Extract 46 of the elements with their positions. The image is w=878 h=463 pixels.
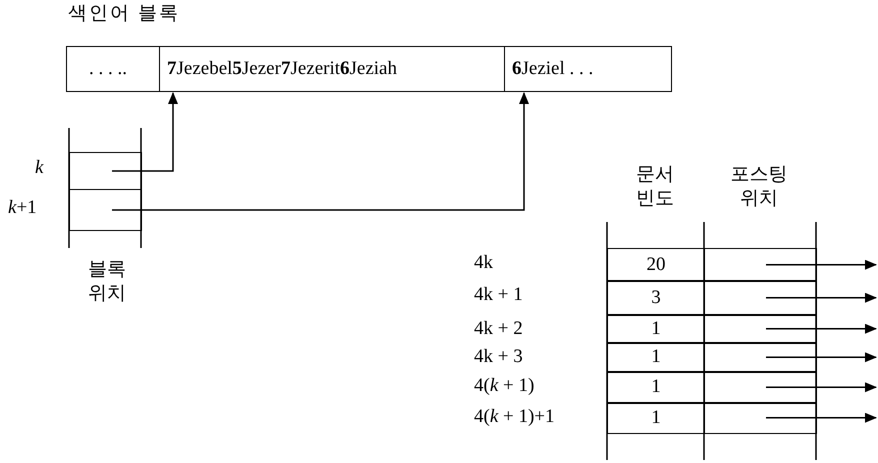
frequency-cell xyxy=(607,280,705,316)
frequency-cell xyxy=(607,248,705,282)
frequency-cell xyxy=(607,314,705,344)
index-cell xyxy=(504,46,672,92)
posting-cell xyxy=(704,342,817,372)
array-cell xyxy=(69,189,142,231)
index-entry: 6Jeziel . . . xyxy=(512,58,594,80)
array-caption: 블록 위치 xyxy=(87,258,127,306)
arrow xyxy=(112,92,178,172)
array-cell xyxy=(69,152,142,190)
posting-cell xyxy=(704,314,817,344)
row-label: 4(k + 1) xyxy=(474,375,534,398)
row-label: 4k + 3 xyxy=(474,346,523,369)
index-entry: 7Jezebel5Jezer7Jezerit6Jeziah xyxy=(167,58,397,80)
row-label: 4(k + 1)+1 xyxy=(474,406,555,429)
frequency-value: 20 xyxy=(646,254,666,276)
arrow xyxy=(766,260,877,270)
arrow xyxy=(766,324,877,334)
posting-cell xyxy=(704,371,817,404)
index-entry: . . . .. xyxy=(89,58,127,80)
frequency-value: 1 xyxy=(650,318,662,340)
posting-cell xyxy=(704,280,817,316)
posting-cell xyxy=(704,402,817,434)
posting-cell xyxy=(704,248,817,282)
arrow xyxy=(112,92,529,211)
arrow xyxy=(766,292,877,303)
arrow xyxy=(766,352,877,362)
arrow xyxy=(766,382,877,392)
row-label: k xyxy=(35,157,44,180)
index-cell xyxy=(66,46,160,92)
frequency-cell xyxy=(607,402,705,434)
row-label: k+1 xyxy=(8,197,37,220)
column-heading: 문서 빈도 xyxy=(635,163,675,211)
column-heading: 포스팅 위치 xyxy=(730,163,788,211)
index-cell xyxy=(159,46,505,92)
row-label: 4k + 1 xyxy=(474,284,523,307)
frequency-cell xyxy=(607,371,705,404)
block-heading: 색인어 블록 xyxy=(68,2,180,26)
frequency-value: 1 xyxy=(650,406,662,429)
arrow xyxy=(766,412,877,423)
frequency-cell xyxy=(607,342,705,372)
frequency-value: 1 xyxy=(650,346,662,368)
row-label: 4k xyxy=(474,252,493,275)
frequency-value: 1 xyxy=(650,376,662,398)
frequency-value: 3 xyxy=(650,286,662,309)
row-label: 4k + 2 xyxy=(474,318,523,341)
